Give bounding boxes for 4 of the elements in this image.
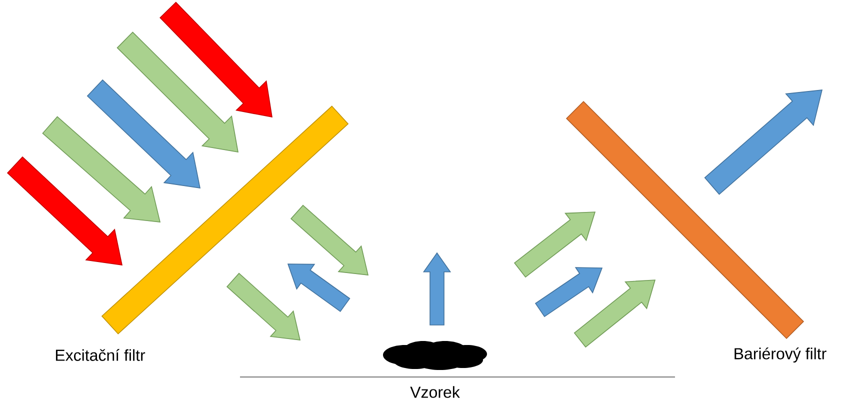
label: Excitační filtr: [56, 349, 146, 361]
label: Vzorek: [410, 386, 460, 398]
label: Bariérový filtr: [734, 347, 826, 363]
sample-blob: [383, 341, 487, 370]
